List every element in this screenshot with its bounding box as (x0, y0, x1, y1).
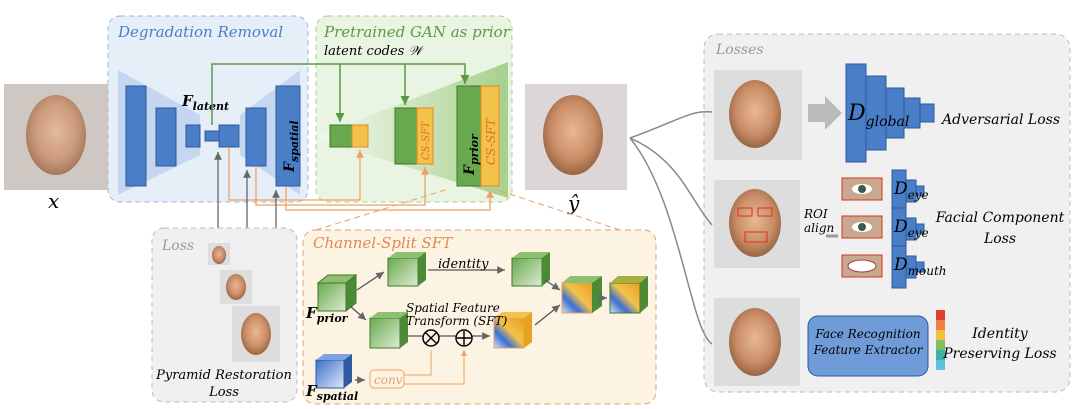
d-eye-label: Deye (893, 217, 929, 240)
identity-loss-label: Preserving Loss (942, 346, 1056, 362)
sft-label: Spatial Feature (406, 301, 500, 315)
cs-sft-block (416, 107, 434, 165)
identity-out-cube (511, 252, 550, 287)
output-face-image (525, 84, 627, 190)
f-prior-label: Fprior (462, 133, 481, 176)
gan-feature (394, 107, 418, 165)
cs-sft-label: CS-SFT (421, 120, 432, 160)
facial-component-loss-label: Loss (983, 231, 1016, 247)
identity-label: identity (438, 257, 489, 272)
facial-component-loss-label: Facial Component (935, 210, 1065, 226)
cs-sft-label: CS-SFT (484, 118, 498, 165)
pyramid-loss-panel: Loss Pyramid Restoration Loss (151, 227, 298, 403)
f-prior-cube (316, 273, 358, 313)
d-global-label: Dglobal (847, 101, 909, 130)
identity-loss-label: Identity (971, 326, 1029, 342)
degradation-title: Degradation Removal (117, 23, 283, 41)
pyramid-loss-caption: Pyramid Restoration (155, 368, 292, 383)
latent-layer (185, 124, 201, 148)
conv-label: conv (374, 373, 403, 387)
feature-vector-bar (936, 310, 945, 370)
decoder-layer (218, 124, 240, 148)
latent-arrows (211, 63, 470, 125)
roi-align-label: align (804, 221, 834, 235)
gan-title: Pretrained GAN as prior (323, 23, 511, 41)
adversarial-loss-label: Adversarial Loss (940, 112, 1060, 128)
degradation-removal-panel: Degradation Removal Flatent Fspatial (107, 15, 309, 203)
sft-label: Transform (SFT) (406, 314, 508, 328)
facial-component-face-image (714, 180, 800, 268)
cssft-title: Channel-Split SFT (313, 234, 453, 252)
gan-prior-panel: Pretrained GAN as prior latent codes 𝒲 C… (315, 15, 513, 203)
channel-split-sft-panel: Channel-Split SFT conv identity Spatial … (302, 189, 657, 405)
latent-codes-label: latent codes 𝒲 (324, 44, 425, 59)
cssft-f-spatial-label: Fspatial (305, 382, 358, 403)
losses-panel: Losses Dglobal Adversarial Loss ROI alig… (629, 33, 1071, 393)
f-spatial-cube (315, 354, 352, 389)
face-recognition-extractor (807, 315, 929, 377)
latent-layer (204, 130, 220, 142)
multiply-icon (422, 329, 440, 347)
concat-cube (561, 276, 602, 314)
eye-crop (841, 215, 883, 239)
d-eye-label: Deye (893, 179, 929, 202)
face-recognition-label: Face Recognition (814, 327, 920, 341)
d-mouth-label: Dmouth (893, 255, 947, 278)
identity-split-cube (387, 252, 426, 287)
pyramid-loss-caption: Loss (208, 385, 239, 400)
f-latent-label: Flatent (181, 92, 229, 113)
spatial-arrows (228, 147, 494, 211)
loss-arrows (629, 111, 713, 345)
losses-title: Losses (715, 42, 764, 58)
encoder-layer (155, 107, 177, 167)
arrow-icon (808, 96, 842, 130)
loss-title: Loss (161, 238, 194, 254)
decoder-layer (275, 85, 301, 187)
final-cube (609, 276, 648, 314)
mouth-crop (841, 254, 883, 278)
input-label: x (48, 189, 59, 213)
face-thumb-small (212, 246, 226, 264)
eye-crop (841, 177, 883, 201)
face-recognition-label: Feature Extractor (813, 343, 924, 357)
output-label: ŷ (567, 191, 580, 215)
cs-sft-block (480, 85, 500, 187)
conv-block (369, 369, 405, 389)
adversarial-face-image (714, 70, 802, 160)
cssft-f-prior-label: Fprior (305, 304, 349, 325)
component-discriminators (891, 169, 925, 289)
roi-align-label: ROI (803, 207, 828, 221)
face-thumb-medium (226, 274, 246, 300)
decoder-layer (245, 107, 267, 167)
f-spatial-label: Fspatial (282, 120, 301, 173)
face-thumb-large (241, 313, 271, 355)
sft-split-cube (369, 312, 408, 349)
global-discriminator (845, 63, 935, 163)
encoder-layer (125, 85, 147, 187)
input-face-image (4, 84, 108, 190)
gan-feature (329, 124, 353, 148)
cs-sft-block (351, 124, 369, 148)
identity-face-image (714, 298, 800, 386)
